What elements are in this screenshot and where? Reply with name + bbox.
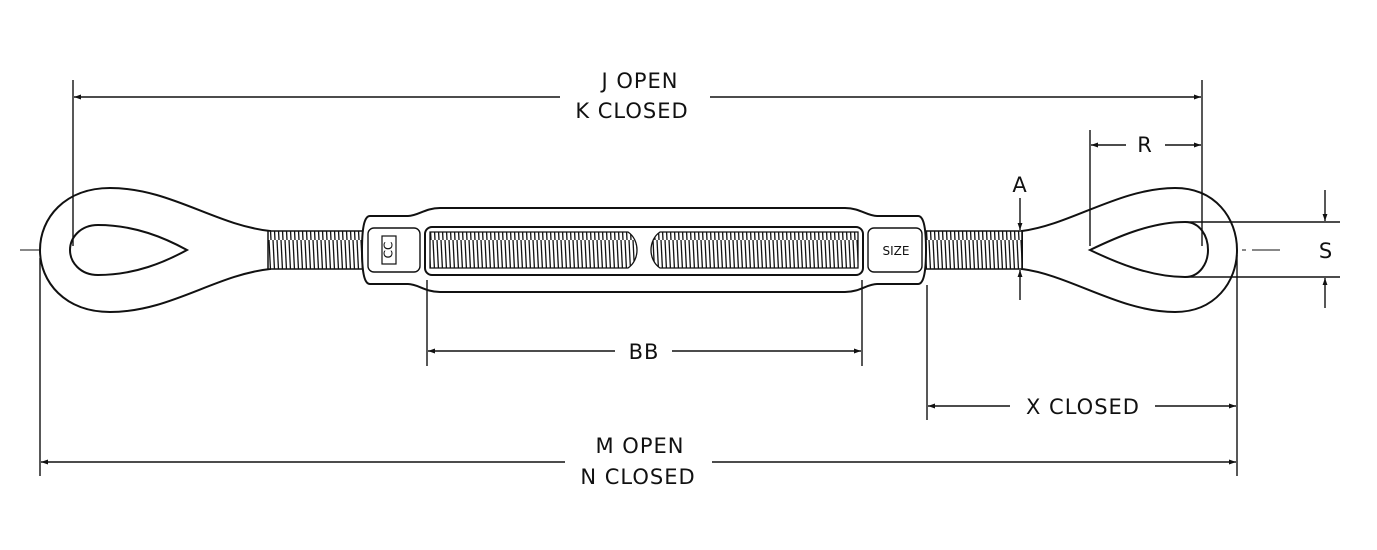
a-label: A [1012, 173, 1027, 197]
s-label: S [1319, 239, 1333, 263]
inner-thread-right [650, 231, 859, 269]
inner-thread-left [429, 231, 638, 269]
right-eye-opening [1087, 220, 1210, 279]
size-mark: SIZE [883, 244, 910, 258]
left-eye-opening [68, 223, 190, 277]
m-open-label: M OPEN [596, 434, 685, 458]
logo-mark: CC [381, 235, 397, 265]
left-thread [267, 230, 364, 270]
right-hex-end [867, 227, 923, 273]
left-hex-end [367, 227, 421, 273]
bb-label: BB [629, 340, 660, 364]
x-closed-label: X CLOSED [1026, 395, 1140, 419]
r-label: R [1137, 133, 1153, 157]
k-closed-label: K CLOSED [575, 99, 688, 123]
svg-text:CC: CC [382, 242, 396, 259]
j-open-label: J OPEN [599, 69, 678, 93]
right-thread [924, 230, 1023, 270]
n-closed-label: N CLOSED [580, 465, 695, 489]
